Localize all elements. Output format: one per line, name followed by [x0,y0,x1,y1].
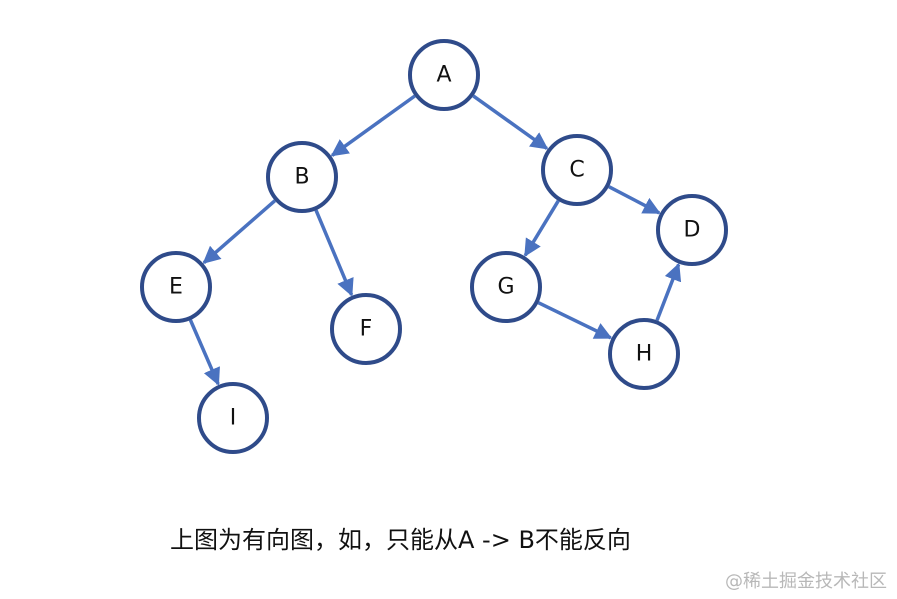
edge-h-d [655,262,682,322]
node-circle [266,141,338,213]
node-circle [140,251,212,323]
node-c: C [541,134,613,206]
node-h: H [608,318,680,390]
edge-b-e [202,199,277,265]
watermark: @稀土掘金技术社区 [725,571,887,592]
node-i: I [197,382,269,454]
node-circle [330,293,402,365]
node-d: D [656,194,728,266]
node-label: H [636,342,653,367]
edge-a-c [472,94,549,150]
node-circle [470,251,542,323]
node-circle [656,194,728,266]
node-circle [541,134,613,206]
edge-c-g [523,199,560,257]
node-label: F [360,317,373,342]
edge-e-i [188,319,220,386]
edges-layer [188,94,682,386]
node-f: F [330,293,402,365]
diagram-caption: 上图为有向图，如，只能从A -> B不能反向 [170,526,631,554]
node-label: B [294,165,309,190]
edge-c-d [608,185,661,215]
node-circle [608,318,680,390]
node-label: A [436,63,451,88]
node-label: C [569,158,584,183]
edge-b-f [314,209,354,297]
nodes-layer: A B C D E F G H I [140,39,728,454]
node-label: D [684,218,701,243]
node-g: G [470,251,542,323]
node-a: A [408,39,480,111]
node-circle [197,382,269,454]
node-label: E [169,275,183,300]
node-label: I [230,406,237,431]
edge-g-h [537,301,613,340]
node-label: G [497,275,514,300]
node-b: B [266,141,338,213]
edge-a-b [330,94,416,157]
node-e: E [140,251,212,323]
node-circle [408,39,480,111]
